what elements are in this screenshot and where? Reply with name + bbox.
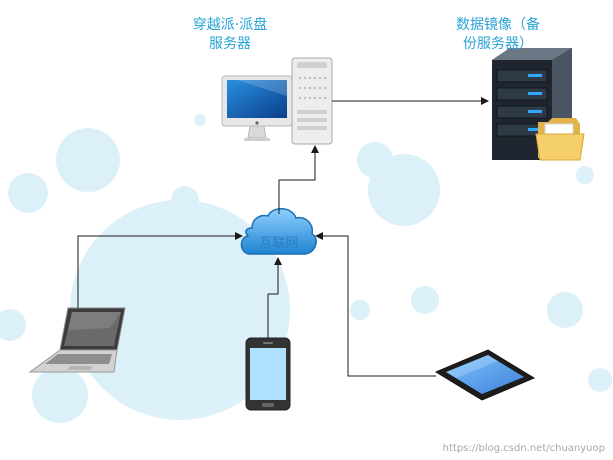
main-server-label-line2: 服务器: [209, 36, 251, 52]
backup-server-label-line1: 数据镜像（备: [456, 17, 540, 33]
main-server-label-line1: 穿越派·派盘: [192, 17, 268, 33]
phone-icon: [245, 337, 291, 411]
laptop-to-cloud-arrow: [77, 232, 243, 308]
tablet-to-cloud-arrow: [315, 232, 436, 377]
backup-server-label-line2: 份服务器）: [463, 36, 533, 52]
background-bubbles: [0, 114, 612, 423]
internet-cloud-icon: [240, 208, 317, 255]
tablet-icon: [434, 349, 536, 401]
laptop-icon: [28, 307, 126, 373]
internet-label: 互联网: [259, 236, 299, 251]
main-server-label: 穿越派·派盘 服务器: [170, 16, 290, 54]
watermark-text: https://blog.csdn.net/chuanyuop: [442, 443, 605, 454]
connectors: [77, 97, 489, 377]
main-server-icon: [221, 57, 333, 145]
cloud-to-server-arrow: [278, 145, 319, 214]
phone-to-cloud-arrow: [268, 257, 282, 295]
backup-server-icon: [492, 48, 585, 161]
backup-server-label: 数据镜像（备 份服务器）: [428, 16, 568, 54]
